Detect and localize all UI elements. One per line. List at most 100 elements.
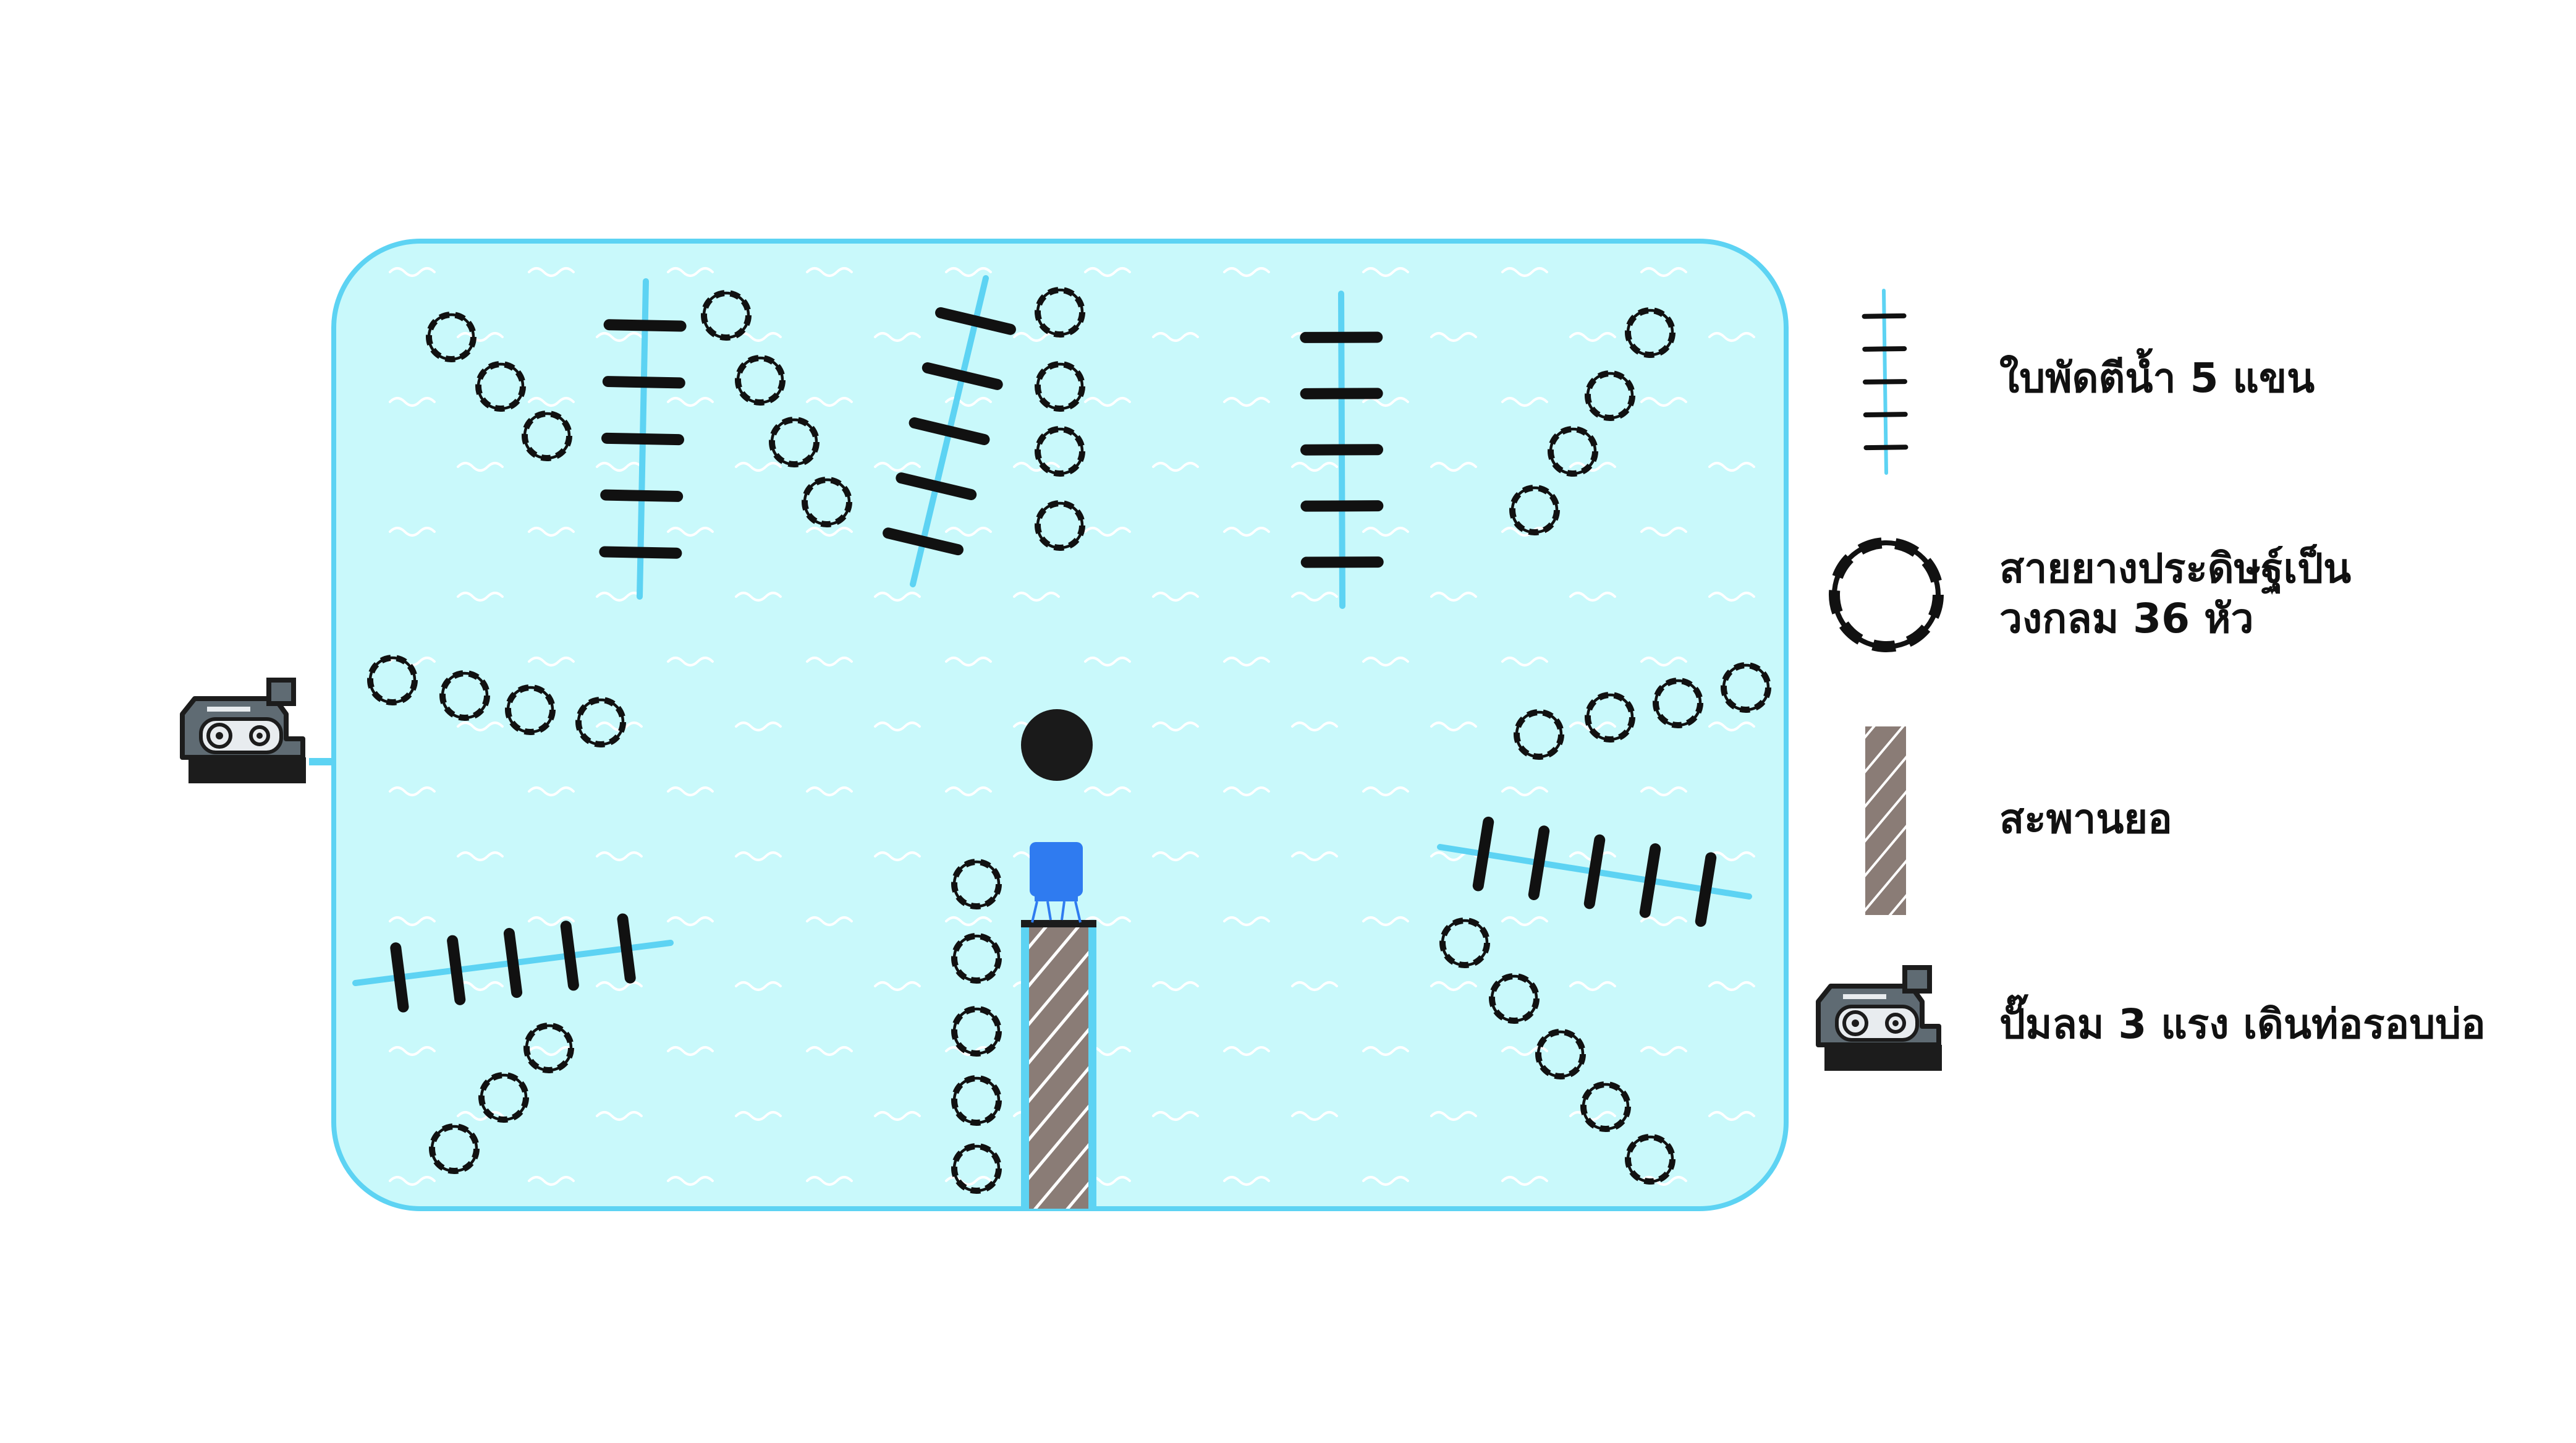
ring-hose bbox=[1580, 1081, 1631, 1132]
legend-ring-label-line1: สายยางประดิษฐ์เป็น bbox=[1999, 545, 2352, 592]
wave-mark bbox=[734, 981, 782, 991]
wave-mark bbox=[666, 397, 714, 407]
wave-mark bbox=[873, 981, 921, 991]
wave-mark bbox=[456, 332, 504, 342]
wave-mark bbox=[456, 981, 504, 991]
wave-mark bbox=[1222, 267, 1270, 277]
wave-mark bbox=[1501, 657, 1548, 666]
aerator-paddle bbox=[447, 935, 466, 1005]
wave-mark bbox=[1501, 916, 1548, 926]
wave-mark bbox=[595, 851, 643, 861]
aerator-paddle bbox=[1862, 313, 1907, 319]
ring-hose bbox=[1625, 307, 1676, 358]
wave-mark bbox=[873, 851, 921, 861]
wave-mark bbox=[388, 527, 436, 537]
wave-mark bbox=[1430, 721, 1477, 731]
ring-hose bbox=[951, 1143, 1002, 1194]
wave-mark bbox=[1501, 397, 1548, 407]
ring-hose bbox=[439, 670, 490, 721]
ring-hose-segments bbox=[769, 417, 820, 467]
ring-hose-segments bbox=[951, 1143, 1002, 1194]
ring-hose bbox=[1035, 426, 1085, 477]
wave-mark bbox=[1222, 1046, 1270, 1056]
wave-mark bbox=[873, 462, 921, 472]
wave-mark bbox=[1640, 527, 1687, 537]
wave-mark bbox=[666, 916, 714, 926]
ring-hose-segments bbox=[575, 697, 626, 747]
ring-hose bbox=[505, 684, 556, 735]
ring-hose bbox=[1585, 692, 1635, 743]
ring-hose bbox=[522, 411, 572, 461]
paddle-wheel-aerator bbox=[599, 278, 687, 600]
wave-mark bbox=[734, 592, 782, 602]
wave-mark bbox=[734, 721, 782, 731]
wave-mark bbox=[1640, 916, 1687, 926]
ring-hose-segments bbox=[951, 1006, 1002, 1057]
ring-hose-segments bbox=[951, 933, 1002, 984]
ring-hose-segments bbox=[1439, 917, 1490, 968]
ring-hose bbox=[1585, 370, 1635, 421]
paddle-wheel-aerator bbox=[1300, 291, 1384, 609]
ring-hose-segments bbox=[1514, 709, 1564, 760]
wave-mark bbox=[1362, 527, 1409, 537]
pump-motor bbox=[1902, 965, 1932, 994]
wave-mark bbox=[1290, 592, 1338, 602]
legend-ring-hose bbox=[1829, 537, 1944, 652]
legend-paddle-label: ใบพัดตีน้ำ 5 แขน bbox=[1999, 354, 2315, 402]
wave-mark bbox=[1430, 462, 1477, 472]
ring-hose-segments bbox=[951, 1075, 1002, 1126]
ring-hose bbox=[1721, 662, 1771, 713]
ring-hose-segments bbox=[701, 290, 752, 341]
wave-mark bbox=[1362, 1176, 1409, 1186]
wave-mark bbox=[944, 267, 992, 277]
wave-mark bbox=[1151, 462, 1199, 472]
ring-hose bbox=[523, 1023, 574, 1073]
wave-mark bbox=[805, 1046, 853, 1056]
aerator-paddle bbox=[617, 913, 636, 984]
ring-hose-segments bbox=[951, 859, 1002, 909]
wave-mark bbox=[1362, 657, 1409, 666]
wave-mark bbox=[805, 397, 853, 407]
legend-ring-hose-icon bbox=[1829, 537, 1944, 652]
aerator-layer bbox=[352, 275, 1752, 1013]
ring-hose-segments bbox=[439, 670, 490, 721]
wave-mark bbox=[1151, 981, 1199, 991]
aerator-paddle bbox=[599, 546, 682, 559]
aerator-paddle bbox=[1472, 816, 1494, 892]
wave-mark bbox=[1151, 1111, 1199, 1121]
water-tank bbox=[1030, 842, 1083, 923]
ring-hose-segments bbox=[802, 477, 852, 527]
ring-hose-segments bbox=[735, 355, 786, 406]
ring-hose bbox=[478, 1072, 529, 1123]
wave-mark bbox=[1083, 786, 1131, 796]
wave-mark bbox=[1151, 721, 1199, 731]
ring-hose-segments bbox=[1585, 370, 1635, 421]
legend-pump-icon bbox=[1816, 965, 1942, 1071]
ring-hose-segments bbox=[1035, 287, 1085, 338]
aerator-paddle bbox=[883, 527, 964, 556]
legend-bridge-label: สะพานยอ bbox=[1999, 795, 2172, 843]
aerator-paddle bbox=[935, 307, 1016, 335]
ring-hose-segments bbox=[475, 361, 526, 412]
wave-mark bbox=[1151, 332, 1199, 342]
center-drain bbox=[1021, 709, 1093, 781]
ring-hose-segments bbox=[1548, 426, 1598, 477]
wave-mark bbox=[1569, 332, 1616, 342]
wave-mark bbox=[1083, 527, 1131, 537]
aerator-paddle bbox=[896, 472, 977, 501]
wave-mark bbox=[1708, 721, 1755, 731]
wave-mark bbox=[944, 657, 992, 666]
wave-mark bbox=[1362, 267, 1409, 277]
wave-mark bbox=[527, 786, 575, 796]
ring-hose bbox=[701, 290, 752, 341]
wave-mark bbox=[805, 786, 853, 796]
wave-mark bbox=[666, 1046, 714, 1056]
aerator-paddle bbox=[1695, 852, 1717, 927]
ring-hose-segments bbox=[426, 312, 477, 362]
wave-mark bbox=[595, 1111, 643, 1121]
wave-mark bbox=[944, 786, 992, 796]
wave-mark bbox=[944, 916, 992, 926]
paddle-wheel-aerator bbox=[352, 913, 674, 1013]
wave-mark bbox=[527, 916, 575, 926]
wave-mark bbox=[527, 397, 575, 407]
